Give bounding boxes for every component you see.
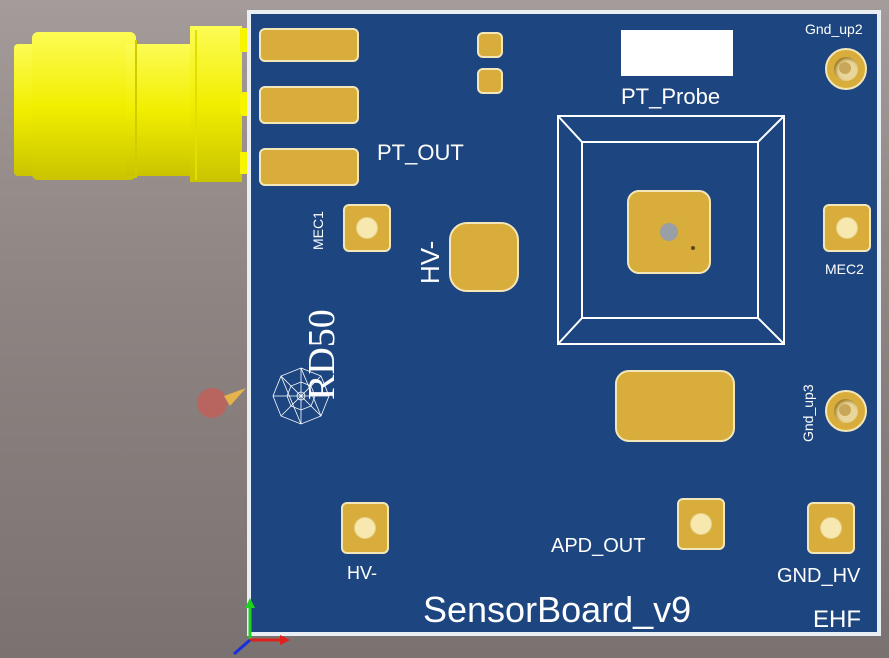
mec2-pad[interactable] <box>823 204 871 252</box>
hv-minus-large-pad[interactable] <box>449 222 519 292</box>
board-corner-label: EHF <box>813 606 861 633</box>
board-title: SensorBoard_v9 <box>423 589 692 630</box>
pt-out-pad-2[interactable] <box>259 86 359 124</box>
smd-pad-1[interactable] <box>477 32 503 58</box>
apd-out-label: APD_OUT <box>551 535 646 557</box>
gnd-up2-pad[interactable] <box>825 48 867 90</box>
apd-large-pad[interactable] <box>615 370 735 442</box>
hv-minus-large-label: HV- <box>415 240 445 284</box>
apd-center-pad[interactable] <box>627 190 711 274</box>
pt-out-label: PT_OUT <box>377 140 464 165</box>
marker-icon <box>197 388 246 418</box>
smd-pad-2[interactable] <box>477 68 503 94</box>
pt-probe-label: PT_Probe <box>621 84 721 109</box>
gnd-hv-label: GND_HV <box>777 565 861 587</box>
rd50-web-logo-icon <box>272 367 330 425</box>
apd-out-pad[interactable] <box>677 498 725 550</box>
gnd-hv-pad[interactable] <box>807 502 855 554</box>
pcb-board[interactable]: PT_Probe PT_OUT MEC1 HV- Gnd_up2 MEC2 <box>247 10 881 636</box>
pt-out-pad-1[interactable] <box>259 28 359 62</box>
gnd-up3-pad[interactable] <box>825 390 867 432</box>
apd-frame-outline <box>557 115 785 345</box>
gnd-up3-label: Gnd_up3 <box>800 384 816 442</box>
mec1-pad[interactable] <box>343 204 391 252</box>
gnd-up2-label: Gnd_up2 <box>805 21 863 37</box>
xyz-axes-icon <box>233 598 290 656</box>
rd50-logo-text: RD50 <box>301 309 343 400</box>
pt-probe-footprint[interactable] <box>621 30 733 76</box>
hv-minus-pad[interactable] <box>341 502 389 554</box>
mec2-label: MEC2 <box>825 261 864 277</box>
hv-minus-label: HV- <box>347 563 378 583</box>
mec1-label: MEC1 <box>310 211 326 250</box>
pt-out-pad-3[interactable] <box>259 148 359 186</box>
